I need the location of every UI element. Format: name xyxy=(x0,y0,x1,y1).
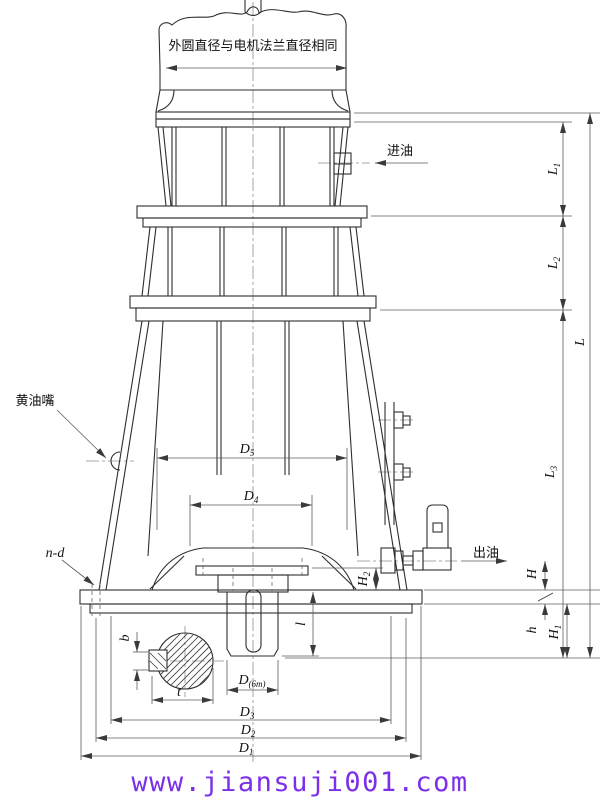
dim-D4: D4 xyxy=(243,489,259,505)
upper-lantern-section xyxy=(157,126,352,207)
lower-flange xyxy=(129,295,377,322)
dim-L1: L1 xyxy=(546,163,562,176)
dim-t: t xyxy=(177,685,182,700)
dimension-lines xyxy=(81,65,593,759)
grease-nipple-label: 黄油嘴 xyxy=(15,393,54,408)
lower-lantern-section xyxy=(141,226,365,297)
dim-h: h xyxy=(525,627,540,634)
shaft-section-detail xyxy=(148,632,214,690)
motor-break-outline xyxy=(158,0,347,91)
grease-nipple-fitting xyxy=(110,451,121,471)
footer-url[interactable]: www.jiansuji001.com xyxy=(131,767,468,798)
dim-slash-mark xyxy=(537,592,554,602)
dim-H1: H1 xyxy=(547,625,563,641)
oil-in-label: 进油 xyxy=(387,143,413,158)
labels: 外圆直径与电机法兰直径相同 进油 出油 黄油嘴 n-d D5 D4 D(6m) … xyxy=(15,38,588,757)
bolt-holes-leader xyxy=(61,559,95,586)
dim-L2: L2 xyxy=(546,256,562,270)
bolt-holes-label: n-d xyxy=(46,546,66,561)
bell-adapter xyxy=(155,89,351,128)
middle-flange xyxy=(136,205,368,228)
top-note-label: 外圆直径与电机法兰直径相同 xyxy=(168,38,337,53)
dim-H2: H2 xyxy=(356,571,372,587)
oil-pipe-assembly xyxy=(380,402,452,574)
output-shaft xyxy=(226,589,279,657)
dim-b: b xyxy=(118,635,133,642)
extension-lines xyxy=(80,112,600,760)
centerlines xyxy=(86,2,457,762)
grease-leader xyxy=(56,409,107,459)
shaft-keyway-front xyxy=(245,589,262,653)
dim-D6m: D(6m) xyxy=(237,673,265,689)
dim-D5: D5 xyxy=(239,442,255,458)
dim-D1: D1 xyxy=(238,741,254,757)
leaders xyxy=(56,160,507,586)
dim-L: L xyxy=(573,338,588,347)
dim-D2: D2 xyxy=(240,723,256,739)
dim-l: l xyxy=(294,622,309,626)
dim-H: H xyxy=(525,568,540,580)
oil-valve-body xyxy=(426,504,449,549)
oil-out-label: 出油 xyxy=(473,545,499,560)
dim-L3: L3 xyxy=(543,465,559,479)
dim-D3: D3 xyxy=(239,705,255,721)
